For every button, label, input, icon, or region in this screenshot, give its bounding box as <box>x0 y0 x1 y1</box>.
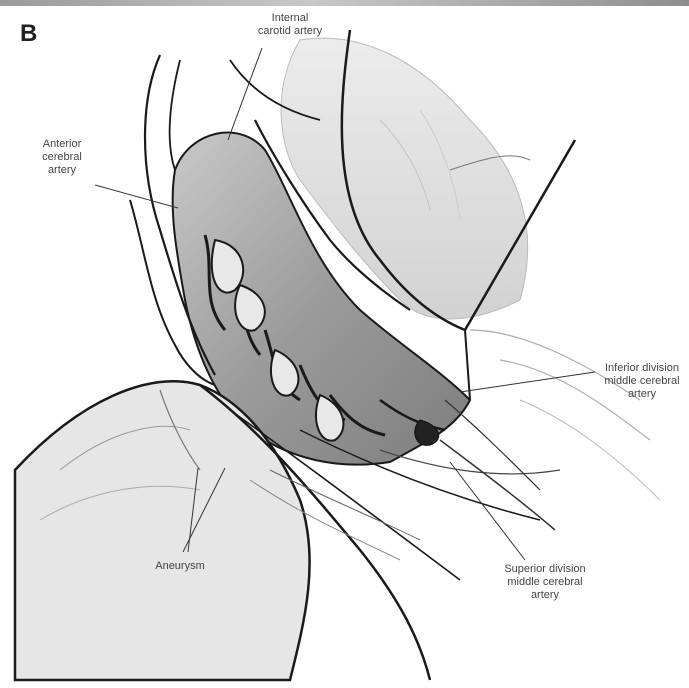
panel-letter: B <box>20 20 37 48</box>
leader-inferior-division <box>460 372 595 392</box>
label-internal-carotid-artery: Internal carotid artery <box>240 12 340 38</box>
leader-anterior-cerebral <box>95 185 178 208</box>
label-aneurysm: Aneurysm <box>140 560 220 573</box>
label-superior-division-mca: Superior division middle cerebral artery <box>490 563 600 602</box>
label-anterior-cerebral-artery: Anterior cerebral artery <box>22 138 102 177</box>
leader-internal-carotid <box>228 48 262 140</box>
label-inferior-division-mca: Inferior division middle cerebral artery <box>592 362 689 401</box>
